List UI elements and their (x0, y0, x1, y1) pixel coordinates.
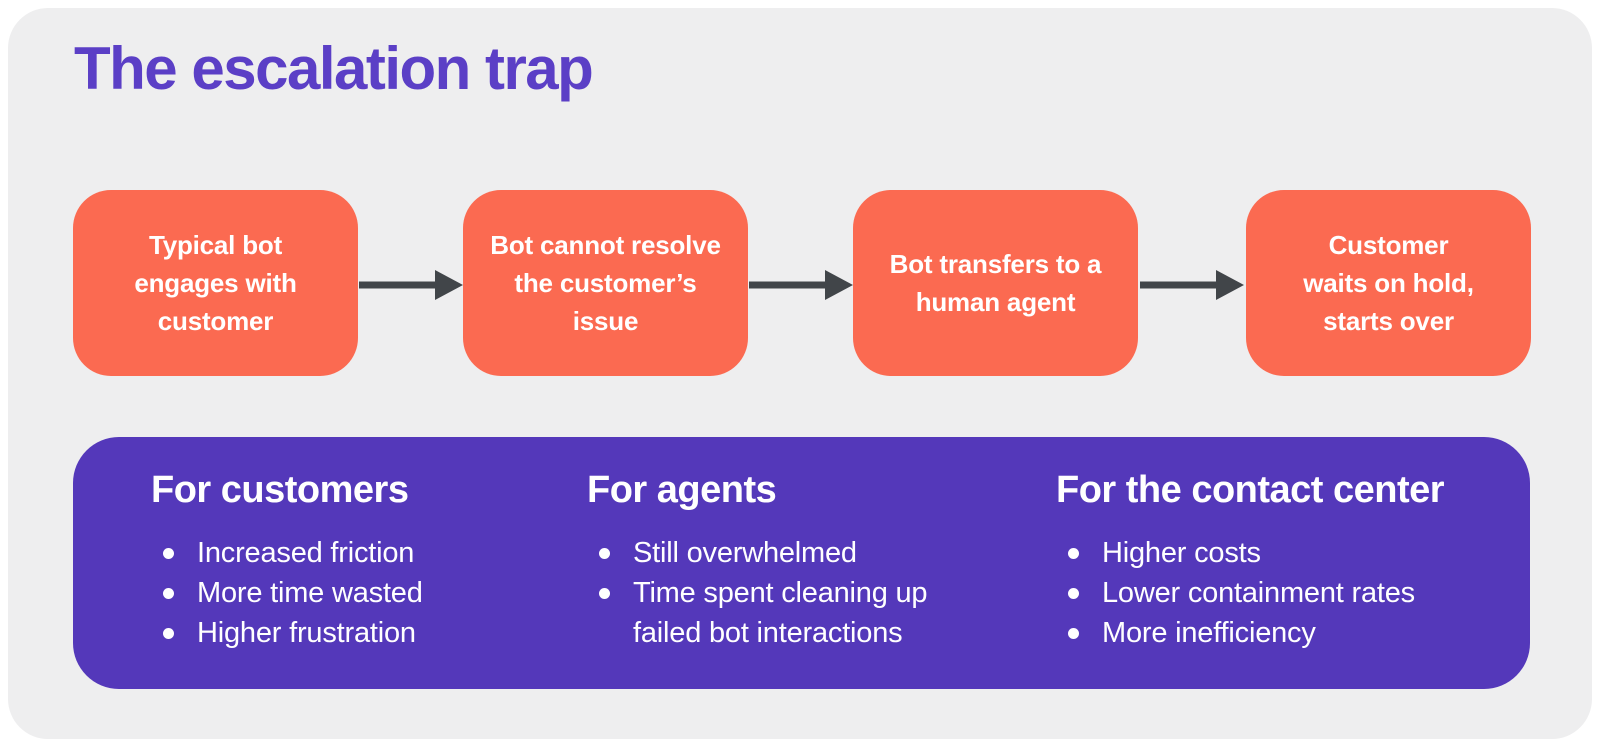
bullet-dot-icon (163, 548, 174, 559)
bullet-list: Still overwhelmed Time spent cleaning up… (587, 533, 928, 653)
list-item: Still overwhelmed (599, 533, 927, 573)
bullet-dot-icon (163, 588, 174, 599)
flow-step-label: Bot transfers to a human agent (889, 249, 1102, 317)
bullet-list: Increased friction More time wasted High… (151, 533, 423, 653)
list-item-text: More time wasted (197, 577, 423, 609)
list-item: Higher frustration (163, 613, 423, 653)
flow-step-label: Bot cannot resolve the customer’s issue (490, 230, 721, 336)
column-heading: For the contact center (1056, 469, 1445, 511)
list-item-text: Increased friction (197, 537, 415, 569)
list-item: Time spent cleaning up failed bot intera… (599, 573, 928, 653)
page-title: The escalation trap (74, 35, 594, 102)
arrow-right-icon (749, 270, 853, 300)
column-heading: For agents (587, 469, 777, 511)
list-item-text: Higher frustration (197, 617, 416, 649)
flow-step-bot-transfers: Bot transfers to a human agent (853, 190, 1138, 376)
list-item: More inefficiency (1068, 613, 1444, 653)
list-item: Lower containment rates (1068, 573, 1444, 613)
list-item-text: Time spent cleaning up failed bot intera… (633, 577, 928, 649)
bullet-dot-icon (1068, 628, 1079, 639)
bullet-dot-icon (163, 628, 174, 639)
impact-column-contact-center: For the contact center Higher costs Lowe… (1056, 467, 1445, 653)
list-item: Higher costs (1068, 533, 1444, 573)
list-item-text: Higher costs (1102, 537, 1261, 569)
bullet-list: Higher costs Lower containment rates Mor… (1056, 533, 1444, 653)
arrow-right-icon (359, 270, 463, 300)
flow-step-customer-waits: Customer waits on hold, starts over (1246, 190, 1531, 376)
list-item: More time wasted (163, 573, 423, 613)
flow-step-label: Customer waits on hold, starts over (1303, 230, 1474, 336)
impact-column-customers: For customers Increased friction More ti… (151, 467, 423, 653)
arrow-right-icon (1140, 270, 1244, 300)
list-item-text: Lower containment rates (1102, 577, 1415, 609)
flow-step-label: Typical bot engages with customer (134, 230, 297, 336)
bullet-dot-icon (1068, 588, 1079, 599)
impact-panel: For customers Increased friction More ti… (73, 437, 1530, 689)
list-item: Increased friction (163, 533, 423, 573)
bullet-dot-icon (1068, 548, 1079, 559)
column-heading: For customers (151, 469, 409, 511)
flow-step-bot-engages: Typical bot engages with customer (73, 190, 358, 376)
bullet-dot-icon (599, 588, 610, 599)
flow-step-bot-cannot-resolve: Bot cannot resolve the customer’s issue (463, 190, 748, 376)
bullet-dot-icon (599, 548, 610, 559)
list-item-text: More inefficiency (1102, 617, 1316, 649)
list-item-text: Still overwhelmed (633, 537, 857, 569)
impact-column-agents: For agents Still overwhelmed Time spent … (587, 467, 928, 653)
